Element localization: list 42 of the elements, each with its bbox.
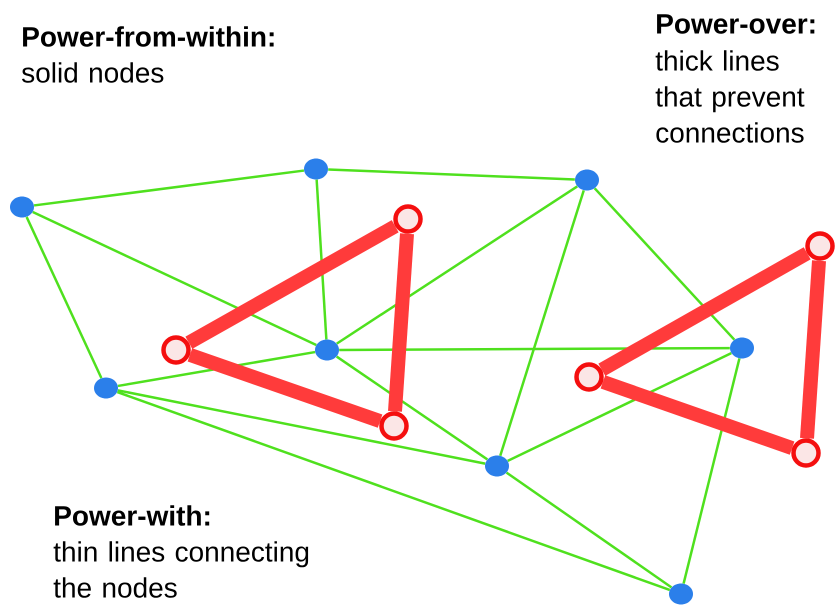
connector-line: [116, 390, 670, 592]
connector-line: [594, 187, 736, 341]
ring-node: [393, 204, 423, 234]
connector-line: [506, 472, 672, 588]
connector-line: [507, 352, 732, 462]
thick-line: [598, 247, 811, 376]
connector-line: [34, 169, 304, 207]
connector-line: [315, 180, 328, 340]
node-dot: [730, 338, 754, 358]
thick-line: [388, 233, 414, 412]
connector-line: [499, 190, 585, 456]
description-text: thick lines that prevent connections: [656, 50, 804, 143]
description-text: solid nodes: [22, 62, 164, 83]
ring-node: [574, 362, 604, 392]
ring-node: [791, 438, 821, 468]
heading-text: Power-over:: [657, 14, 814, 34]
node-dot: [315, 340, 339, 360]
thick-line: [188, 348, 382, 428]
connector-line: [682, 358, 741, 584]
thick-line: [600, 375, 794, 455]
connector-line: [32, 210, 317, 346]
connector-line: [339, 346, 730, 352]
thick-line: [185, 220, 399, 349]
connector-line: [328, 168, 575, 181]
node-dot: [94, 378, 118, 398]
heading-text: Power-with:: [55, 505, 210, 526]
connector-line: [118, 389, 486, 465]
connector-line: [336, 185, 578, 345]
connector-line: [336, 356, 488, 460]
node-dot: [485, 456, 509, 476]
node-dot: [10, 196, 34, 218]
ring-node: [805, 231, 835, 261]
ring-node: [161, 335, 191, 365]
heading-text: Power-from-within:: [23, 26, 274, 47]
node-dot: [669, 584, 693, 604]
node-dot: [575, 170, 599, 190]
ring-node: [379, 411, 409, 441]
thick-line: [800, 260, 826, 439]
connector-line: [118, 350, 316, 388]
node-dot: [304, 158, 328, 180]
connector-line: [25, 216, 103, 379]
description-text: thin lines connecting the nodes: [54, 541, 308, 598]
